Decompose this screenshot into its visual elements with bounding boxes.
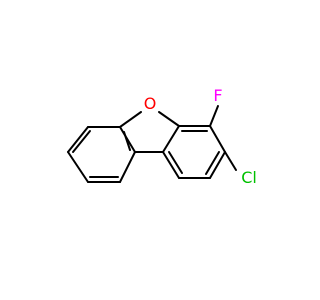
bond bbox=[162, 151, 180, 179]
oxygen-atom-label: O bbox=[144, 94, 157, 113]
bond bbox=[119, 111, 142, 128]
bond bbox=[123, 131, 131, 151]
bond bbox=[67, 151, 89, 183]
chlorine-atom-label: Cl bbox=[241, 168, 257, 187]
bond bbox=[205, 151, 220, 175]
bond bbox=[209, 125, 226, 153]
bond bbox=[67, 126, 89, 153]
fluorine-atom-label: F bbox=[213, 86, 222, 105]
bond bbox=[224, 151, 237, 171]
bond bbox=[168, 151, 183, 174]
bond bbox=[162, 125, 180, 153]
molecule-canvas: O F Cl bbox=[0, 0, 300, 300]
atom-labels: O F Cl bbox=[144, 86, 257, 187]
bond bbox=[209, 105, 219, 127]
bonds bbox=[67, 105, 237, 183]
bond bbox=[209, 151, 226, 179]
bond bbox=[72, 130, 91, 153]
bond bbox=[119, 151, 136, 183]
background bbox=[0, 0, 300, 300]
bond bbox=[158, 111, 180, 127]
